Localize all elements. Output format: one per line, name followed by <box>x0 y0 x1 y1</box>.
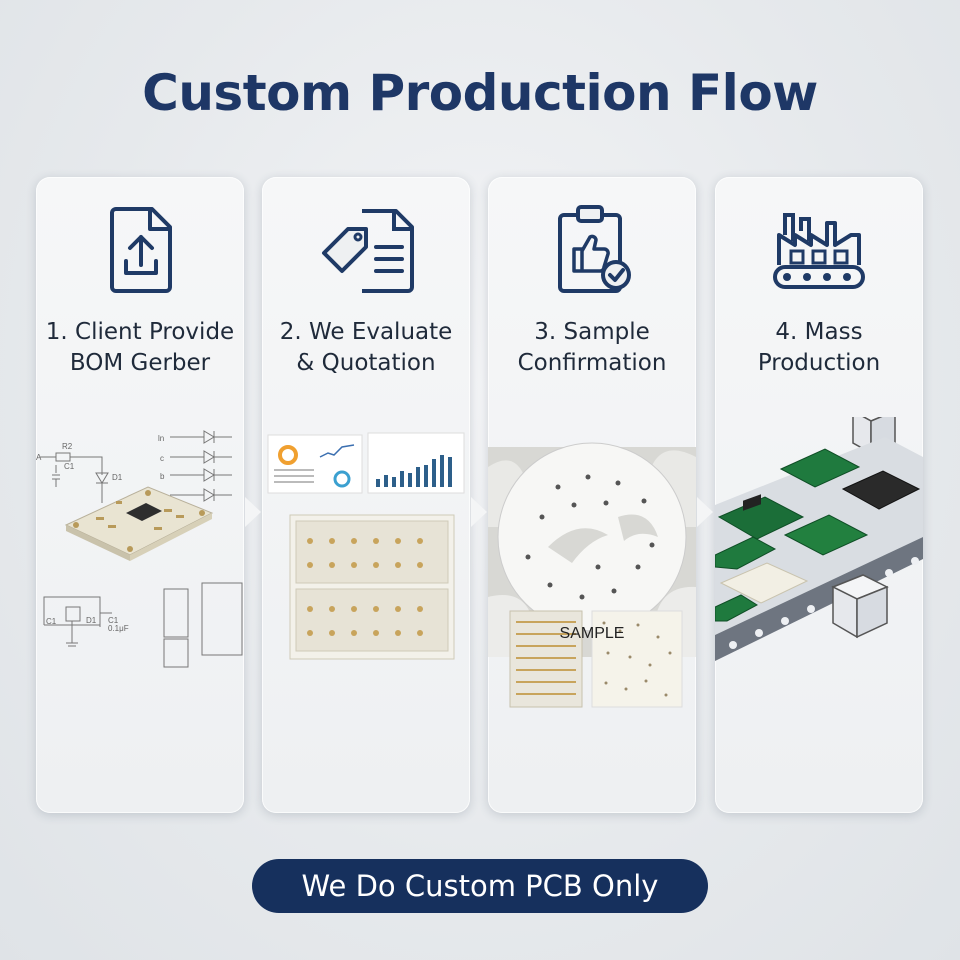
svg-text:R2: R2 <box>62 442 73 451</box>
svg-text:C1: C1 <box>46 617 57 626</box>
sample-label: SAMPLE <box>559 625 625 642</box>
schematic-and-board-illustration: R2 A D1 C1 C1 D1 C1 0.1μF ln c b d <box>36 430 243 668</box>
pcb-board-image <box>64 486 214 561</box>
step-card-evaluate-quotation: 2. We Evaluate& Quotation <box>262 177 470 813</box>
page-title: Custom Production Flow <box>142 64 818 122</box>
file-upload-icon <box>110 207 172 293</box>
clipboard-thumbs-up-icon <box>558 205 631 293</box>
sample-led-board-illustration <box>488 442 696 708</box>
flow-arrow-icon <box>245 497 261 527</box>
price-tag-document-icon <box>322 209 414 293</box>
flow-arrow-icon <box>697 497 713 527</box>
custom-pcb-banner: We Do Custom PCB Only <box>252 859 708 913</box>
svg-text:A: A <box>36 453 42 462</box>
step-label: 2. We Evaluate& Quotation <box>279 319 453 376</box>
svg-text:C1: C1 <box>108 616 119 625</box>
flow-arrow-icon <box>471 497 487 527</box>
svg-text:b: b <box>160 472 165 481</box>
svg-text:c: c <box>160 454 164 463</box>
svg-text:ln: ln <box>158 434 164 443</box>
svg-text:D1: D1 <box>86 616 97 625</box>
box-icon <box>831 574 889 639</box>
factory-conveyor-icon <box>773 213 865 289</box>
svg-text:0.1μF: 0.1μF <box>108 624 129 633</box>
svg-text:C1: C1 <box>64 462 75 471</box>
conveyor-belt-illustration <box>715 417 923 661</box>
svg-text:D1: D1 <box>112 473 123 482</box>
quotation-dashboard-and-panel-illustration <box>267 432 465 660</box>
